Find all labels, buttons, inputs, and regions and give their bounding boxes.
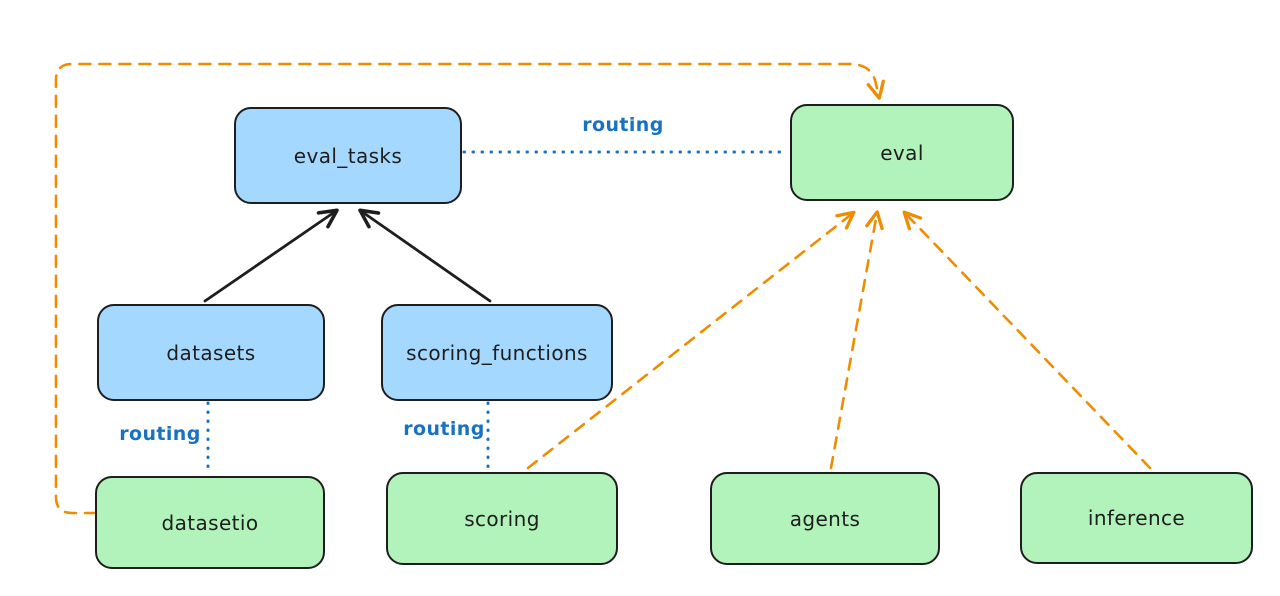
node-datasetio: datasetio	[95, 476, 325, 569]
edge-agents-to-eval	[829, 210, 884, 470]
node-scoring: scoring	[386, 472, 618, 565]
node-agents-label: agents	[789, 506, 861, 531]
node-agents: agents	[710, 472, 940, 565]
edge-datasets-to-eval-tasks	[203, 208, 339, 303]
routing-label-datasets-datasetio: routing	[119, 423, 201, 445]
routing-label-scoring-functions-scoring: routing	[403, 418, 485, 440]
node-scoring-functions: scoring_functions	[381, 304, 613, 401]
edge-inference-to-eval	[902, 210, 1152, 470]
edge-scoring-functions-to-eval-tasks	[358, 208, 492, 303]
node-scoring-label: scoring	[464, 506, 540, 531]
edge-scoring-to-eval	[526, 210, 856, 470]
node-eval: eval	[790, 104, 1014, 201]
node-scoring-functions-label: scoring_functions	[406, 340, 588, 365]
routing-label-eval-tasks-eval: routing	[582, 114, 664, 136]
node-datasets: datasets	[97, 304, 325, 401]
node-inference-label: inference	[1087, 506, 1186, 530]
node-eval-label: eval	[880, 140, 924, 165]
node-datasetio-label: datasetio	[161, 510, 259, 535]
edge-datasetio-to-eval	[54, 62, 885, 515]
node-eval-tasks-label: eval_tasks	[293, 143, 403, 168]
node-datasets-label: datasets	[166, 340, 256, 365]
node-inference: inference	[1020, 472, 1253, 564]
node-eval-tasks: eval_tasks	[234, 107, 462, 204]
